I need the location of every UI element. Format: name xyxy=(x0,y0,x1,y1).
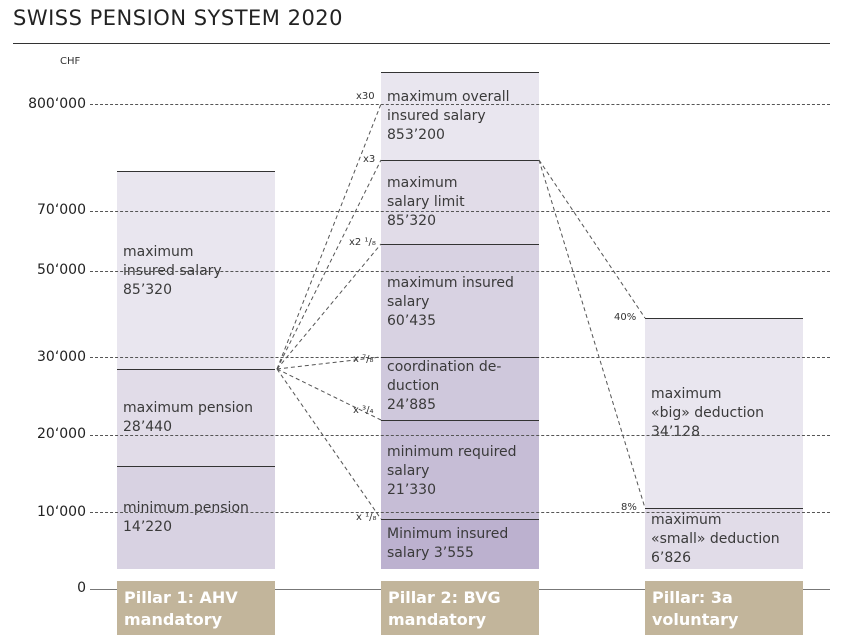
p2-separator-3 xyxy=(381,357,539,358)
p1-top-separator xyxy=(117,171,275,172)
p3-block1-line1: maximum xyxy=(651,386,722,402)
multiplier-x30: x30 xyxy=(356,91,375,102)
pillar1-footer: Pillar 1: AHV mandatory xyxy=(117,581,275,635)
p3-big-deduction-block: maximum «big» deduction 34’128 xyxy=(645,318,803,508)
p1-max-pension-block: maximum pension 28’440 xyxy=(117,369,275,466)
y-label-20000: 20‘000 xyxy=(37,426,86,442)
multiplier-x2-1-8: x2 ¹/₈ xyxy=(349,237,376,248)
y-label-0: 0 xyxy=(77,580,86,596)
connector-x2-1-8 xyxy=(276,243,382,370)
p2-block6-line2: salary 3’555 xyxy=(387,545,474,561)
p2-max-overall-insured-salary-block: maximum overall insured salary 853’200 xyxy=(381,72,539,160)
gridline-10000 xyxy=(90,512,830,513)
p2-separator-5 xyxy=(381,519,539,520)
y-label-70000: 70‘000 xyxy=(37,202,86,218)
connector-x-7-8 xyxy=(276,356,382,370)
p3-block1-line3: 34’128 xyxy=(651,424,700,440)
p2-block2-line1: maximum xyxy=(387,175,458,191)
p2-block5-line1: minimum required xyxy=(387,444,517,460)
p2-max-salary-limit-block: maximum salary limit 85’320 xyxy=(381,160,539,244)
gridline-50000 xyxy=(90,271,830,272)
y-label-50000: 50‘000 xyxy=(37,262,86,278)
pillar1-footer-line2: mandatory xyxy=(124,610,223,629)
connector-8-percent xyxy=(538,159,646,509)
p3-block2-line2: «small» deduction xyxy=(651,531,780,547)
percent-40: 40% xyxy=(614,312,637,323)
p1-block1-line3: 85’320 xyxy=(123,282,172,298)
pillar2-footer-line1: Pillar 2: BVG xyxy=(388,588,501,607)
p2-block1-line1: maximum overall xyxy=(387,89,510,105)
page-title: SWISS PENSION SYSTEM 2020 xyxy=(13,6,344,30)
gridline-70000 xyxy=(90,211,830,212)
p1-block1-line1: maximum xyxy=(123,244,194,260)
pillar3a-footer-line1: Pillar: 3a xyxy=(652,588,733,607)
pillar1-footer-line1: Pillar 1: AHV xyxy=(124,588,238,607)
pillar2-footer-line2: mandatory xyxy=(388,610,487,629)
gridline-20000 xyxy=(90,435,830,436)
percent-8: 8% xyxy=(621,502,637,513)
p2-separator-4 xyxy=(381,420,539,421)
p1-separator-1 xyxy=(117,369,275,370)
title-rule xyxy=(13,43,830,44)
p2-max-insured-salary-block: maximum insured salary 60’435 xyxy=(381,244,539,357)
p2-block4-line2: duction xyxy=(387,378,440,394)
p2-block1-line2: insured salary xyxy=(387,108,486,124)
connector-x30 xyxy=(276,103,382,370)
p1-block3-line2: 14’220 xyxy=(123,519,172,535)
p2-block2-line3: 85’320 xyxy=(387,213,436,229)
p2-top-separator xyxy=(381,72,539,73)
p1-separator-2 xyxy=(117,466,275,467)
y-label-10000: 10‘000 xyxy=(37,504,86,520)
p1-max-insured-salary-block: maximum insured salary 85’320 xyxy=(117,171,275,369)
p2-block3-line1: maximum insured xyxy=(387,275,514,291)
p2-block3-line3: 60’435 xyxy=(387,313,436,329)
p2-block1-line3: 853’200 xyxy=(387,127,445,143)
p3-top-separator xyxy=(645,318,803,319)
connector-40-percent xyxy=(538,159,646,319)
p2-min-required-salary-block: minimum required salary 21’330 xyxy=(381,420,539,519)
pillar2-footer: Pillar 2: BVG mandatory xyxy=(381,581,539,635)
connector-x-1-8 xyxy=(276,368,382,520)
multiplier-x-1-8: x ¹/₈ xyxy=(356,512,377,523)
p2-separator-1 xyxy=(381,160,539,161)
p1-block2-line2: 28’440 xyxy=(123,419,172,435)
connector-x3 xyxy=(276,159,382,370)
p3-block1-line2: «big» deduction xyxy=(651,405,765,421)
p2-block3-line2: salary xyxy=(387,294,430,310)
pillar3a-footer: Pillar: 3a voluntary xyxy=(645,581,803,635)
p3-separator-1 xyxy=(645,508,803,509)
p3-block2-line1: maximum xyxy=(651,512,722,528)
multiplier-x3: x3 xyxy=(363,154,376,165)
y-label-30000: 30‘000 xyxy=(37,349,86,365)
p2-block2-line2: salary limit xyxy=(387,194,465,210)
p2-block5-line3: 21’330 xyxy=(387,482,436,498)
multiplier-x-3-4: x ³/₄ xyxy=(353,405,374,416)
p1-min-pension-block: minimum pension 14’220 xyxy=(117,466,275,569)
multiplier-x-7-8: x ⁷/₈ xyxy=(353,354,374,365)
p3-block2-line3: 6’826 xyxy=(651,550,692,566)
connector-x-3-4 xyxy=(276,368,382,421)
p2-min-insured-salary-block: Minimum insured salary 3’555 xyxy=(381,519,539,569)
unit-label: CHF xyxy=(60,56,81,67)
p3-small-deduction-block: maximum «small» deduction 6’826 xyxy=(645,508,803,569)
p2-block5-line2: salary xyxy=(387,463,430,479)
y-label-800000: 800‘000 xyxy=(28,96,86,112)
p2-block6-line1: Minimum insured xyxy=(387,526,509,542)
pillar3a-footer-line2: voluntary xyxy=(652,610,739,629)
p2-block4-line3: 24’885 xyxy=(387,397,436,413)
p2-coordination-deduction-block: coordination de- duction 24’885 xyxy=(381,357,539,420)
p2-block4-line1: coordination de- xyxy=(387,359,502,375)
p1-block2-line1: maximum pension xyxy=(123,400,253,416)
gridline-800000 xyxy=(90,104,830,105)
p2-separator-2 xyxy=(381,244,539,245)
